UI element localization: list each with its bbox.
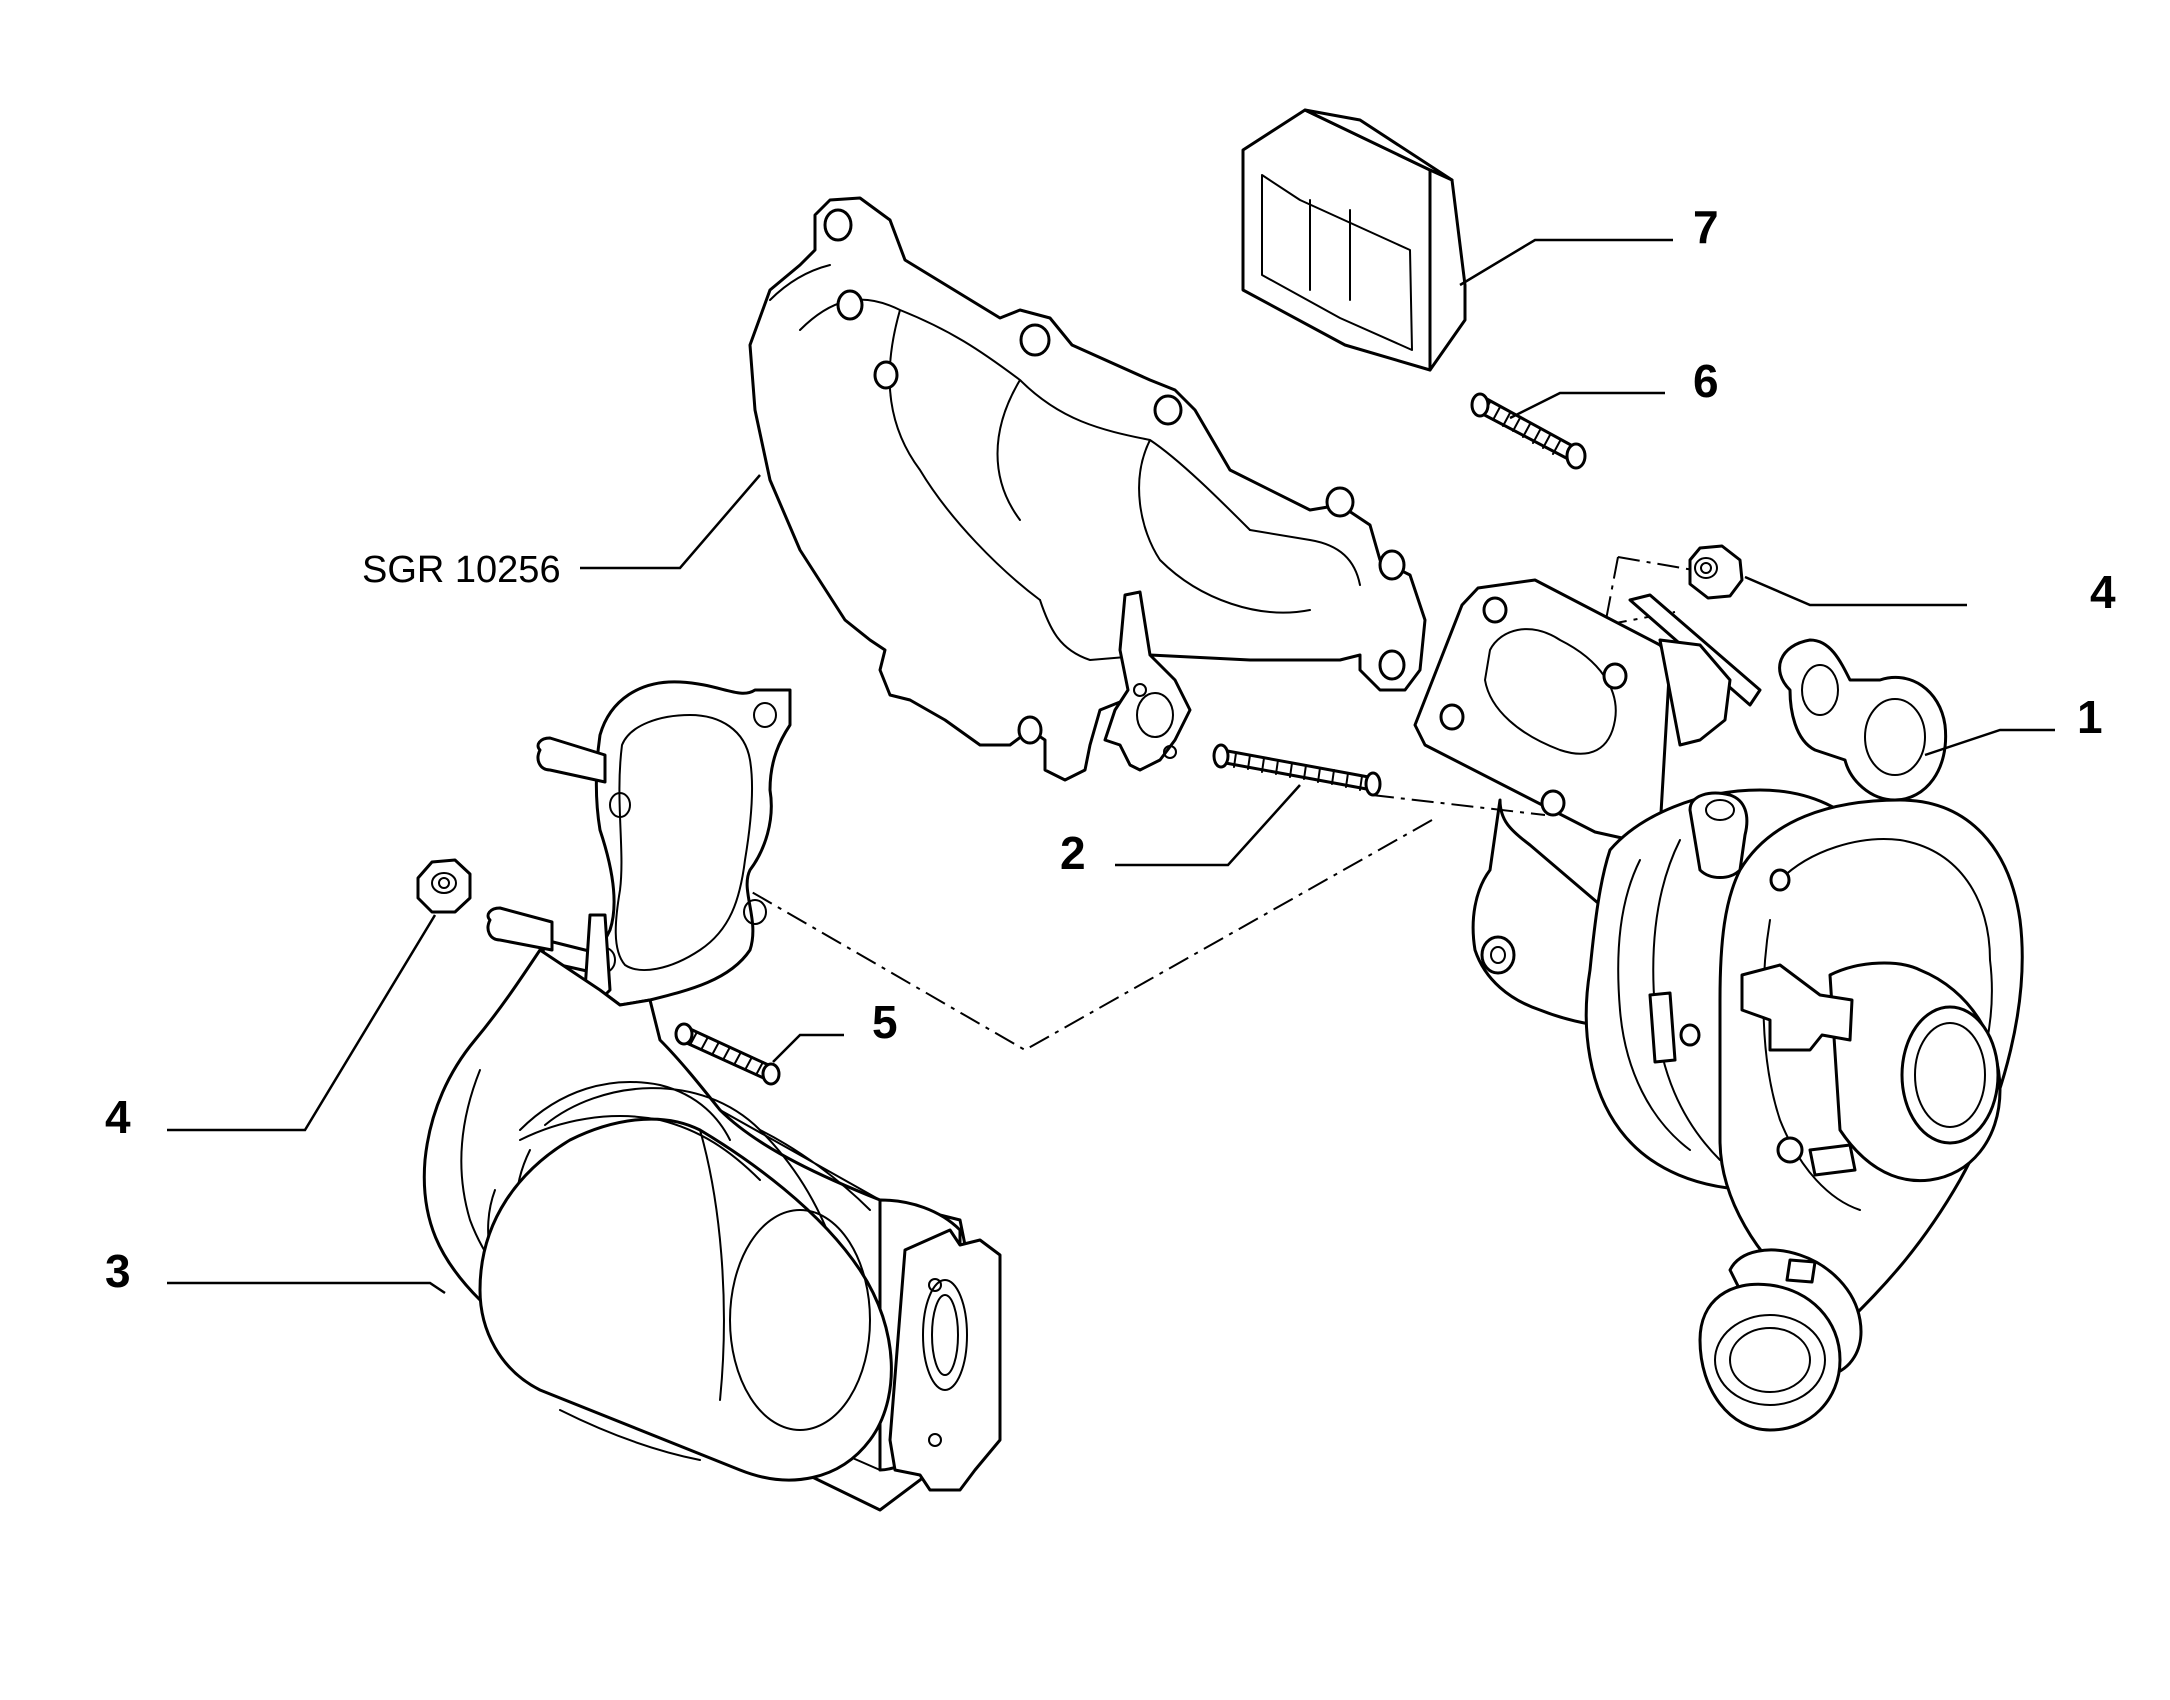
stud-part-2 <box>1212 743 1382 797</box>
callout-label-4-right: 4 <box>2090 566 2116 618</box>
callout-label-5: 5 <box>872 996 898 1048</box>
callout-label-3: 3 <box>105 1245 131 1297</box>
stud-part-6 <box>1470 392 1587 470</box>
nut-part-4-right <box>1688 544 1744 600</box>
turbocharger-part-1 <box>1413 578 2024 1432</box>
heat-shield-part-7 <box>1241 108 1467 372</box>
catalytic-converter-part-3 <box>422 680 1002 1512</box>
leader-lines <box>167 238 2055 1295</box>
reference-code: SGR 10256 <box>362 549 561 591</box>
callout-labels: 7 6 4 1 2 5 4 3 SGR 10256 <box>105 201 2116 1297</box>
callout-label-4-left: 4 <box>105 1091 131 1143</box>
callout-label-6: 6 <box>1693 355 1719 407</box>
callout-label-7: 7 <box>1693 201 1719 253</box>
nut-part-4-left <box>416 858 472 914</box>
stud-part-5 <box>674 1022 781 1086</box>
callout-label-2: 2 <box>1060 827 1086 879</box>
exhaust-manifold <box>748 196 1427 782</box>
callout-label-1: 1 <box>2077 691 2103 743</box>
